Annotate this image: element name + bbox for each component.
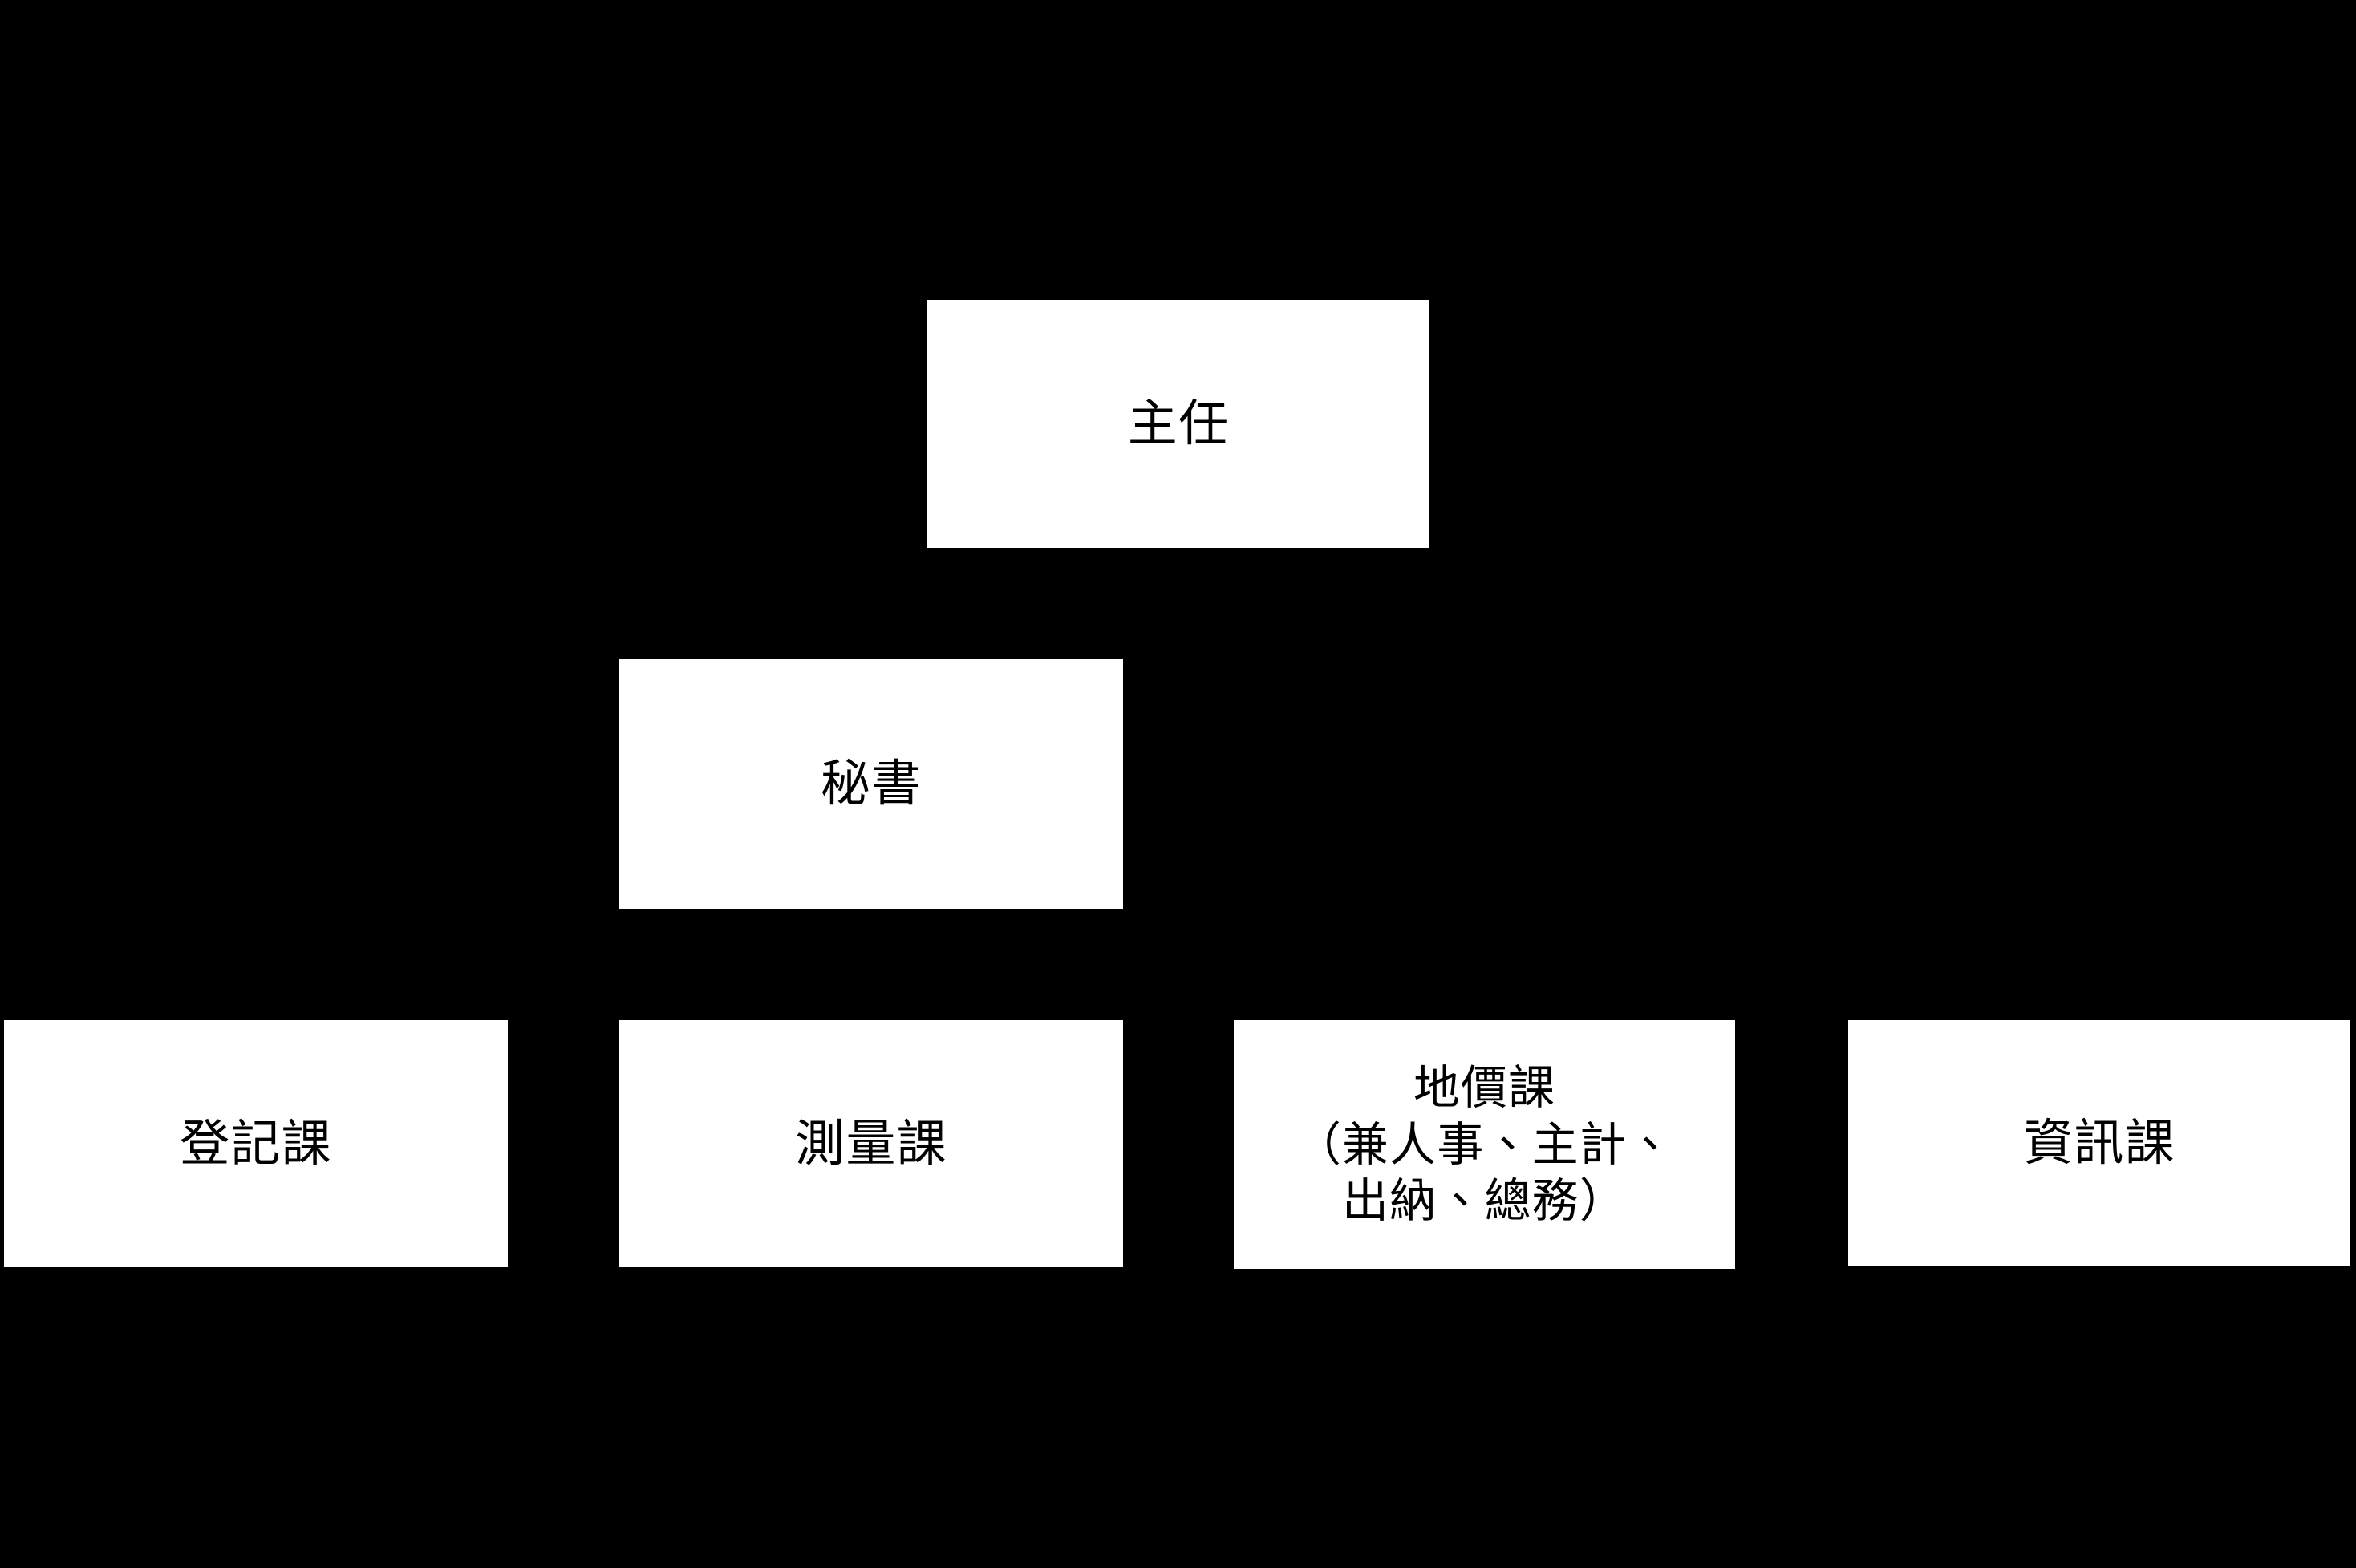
org-node-registration-section-label: 登記課 bbox=[180, 1113, 332, 1173]
org-node-director-label: 主任 bbox=[1127, 394, 1230, 453]
org-node-survey-section[interactable]: 測量課 bbox=[619, 1020, 1123, 1267]
org-node-land-value-section-note-line-2: 出納、總務） bbox=[1342, 1173, 1627, 1229]
org-node-information-section[interactable]: 資訊課 bbox=[1848, 1020, 2350, 1266]
org-node-survey-section-label: 測量課 bbox=[795, 1113, 947, 1173]
org-node-secretary[interactable]: 秘書 bbox=[619, 659, 1123, 909]
org-node-information-section-label: 資訊課 bbox=[2023, 1112, 2176, 1172]
org-node-secretary-label: 秘書 bbox=[820, 754, 923, 813]
org-node-director[interactable]: 主任 bbox=[927, 300, 1429, 548]
org-node-land-value-section[interactable]: 地價課 （兼人事、主計、 出納、總務） bbox=[1234, 1020, 1735, 1269]
org-node-land-value-section-label: 地價課 bbox=[1413, 1060, 1556, 1115]
org-node-registration-section[interactable]: 登記課 bbox=[4, 1020, 508, 1267]
org-node-land-value-section-note-line-1: （兼人事、主計、 bbox=[1294, 1116, 1675, 1172]
